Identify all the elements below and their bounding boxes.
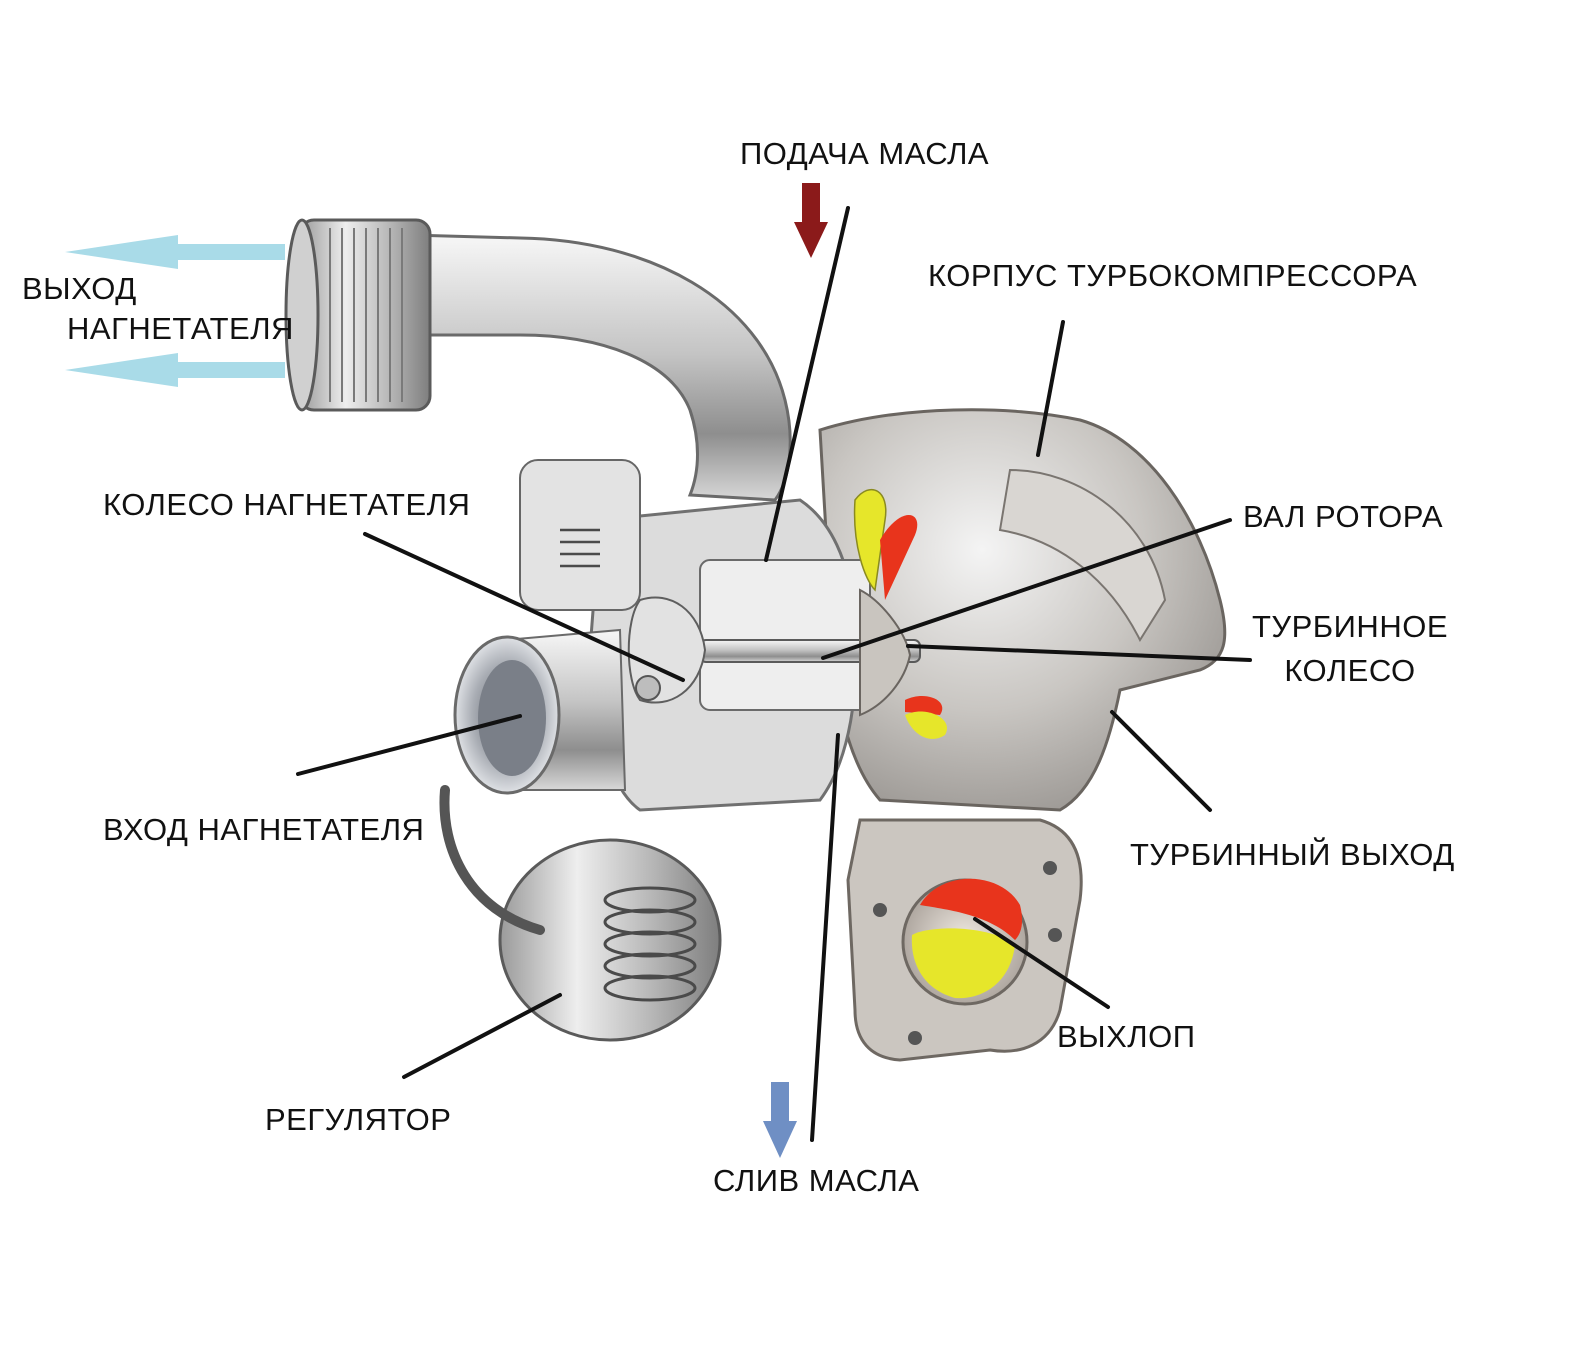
turbocharger-illustration [284, 218, 1227, 1062]
label-compressor-inlet: ВХОД НАГНЕТАТЕЛЯ [103, 812, 425, 847]
label-turbo-housing: КОРПУС ТУРБОКОМПРЕССОРА [928, 258, 1418, 293]
actuator-spring [603, 886, 697, 1002]
label-turbine-outlet: ТУРБИННЫЙ ВЫХОД [1130, 837, 1455, 872]
leader-compressor-inlet [296, 714, 522, 776]
leader-wastegate [402, 993, 562, 1079]
flange-bolt [1043, 861, 1057, 875]
leader-lines [296, 206, 1252, 1142]
label-turbine-wheel-line2: КОЛЕСО [1284, 653, 1416, 688]
exhaust-flow-yellow [911, 928, 1015, 999]
leader-exhaust [973, 917, 1110, 1009]
turbine-blade-yellow [853, 488, 887, 592]
boost-air-arrow-upper [65, 235, 285, 269]
oil-feed-arrow [794, 183, 828, 258]
bearing-housing [699, 559, 871, 711]
label-oil-feed: ПОДАЧА МАСЛА [740, 136, 990, 171]
label-compressor-wheel: КОЛЕСО НАГНЕТАТЕЛЯ [103, 487, 471, 522]
label-exhaust: ВЫХЛОП [1057, 1019, 1196, 1054]
boost-air-arrow-lower [65, 353, 285, 387]
valve-spring [560, 528, 600, 568]
outlet-mouth [284, 218, 320, 412]
flange-bolt [1048, 928, 1062, 942]
label-compressor-outlet: ВЫХОД НАГНЕТАТЕЛЯ [22, 269, 294, 349]
boost-air-arrows [65, 235, 285, 387]
turbine-blade-red [905, 695, 943, 715]
label-turbine-wheel-line1: ТУРБИННОЕ [1252, 609, 1448, 644]
turbine-blade-red [880, 515, 918, 600]
label-turbine-wheel: ТУРБИННОЕ КОЛЕСО [1252, 607, 1448, 691]
leader-rotor-shaft [821, 518, 1232, 660]
oil-drain-arrow [763, 1082, 797, 1158]
wastegate-hose [439, 785, 545, 935]
turbine-wheel-drawing [859, 588, 912, 717]
leader-turbine-outlet [1110, 710, 1212, 812]
flange-bolt [908, 1031, 922, 1045]
label-compressor-outlet-line2: НАГНЕТАТЕЛЯ [67, 311, 294, 346]
label-compressor-outlet-line1: ВЫХОД [22, 271, 137, 306]
exhaust-flow-red [920, 878, 1023, 940]
label-oil-drain: СЛИВ МАСЛА [713, 1163, 920, 1198]
leader-oil-feed [764, 206, 850, 562]
valve-spring-housing [519, 459, 641, 611]
flange-bolt [873, 903, 887, 917]
leader-compressor-wheel [363, 532, 685, 682]
compressor-outlet-pipe [408, 233, 792, 502]
leader-oil-drain [810, 733, 840, 1142]
leader-turbo-housing [1036, 320, 1065, 457]
label-wastegate: РЕГУЛЯТОР [265, 1102, 452, 1137]
housing-flange [998, 468, 1167, 643]
compressor-nut [635, 675, 661, 701]
label-rotor-shaft: ВАЛ РОТОРА [1243, 499, 1444, 534]
turbine-blade-yellow [905, 711, 947, 739]
outlet-thread-lines [329, 228, 403, 402]
leader-turbine-wheel [906, 644, 1252, 662]
